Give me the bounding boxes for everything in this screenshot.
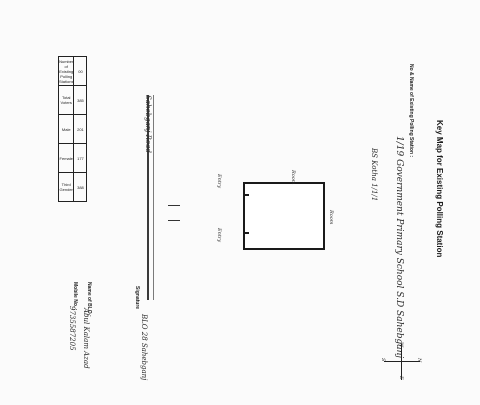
station-sub: BS Kotha 1/1/1 <box>370 148 378 202</box>
table-header-third: Third Gender <box>57 172 75 202</box>
room-label-right: Room <box>328 210 334 225</box>
signature-label: Signature <box>134 286 140 310</box>
station-name: 1/19 Government Primary School S.D Saheb… <box>394 136 404 359</box>
table-value-total: 385 <box>73 85 88 115</box>
door-mark <box>243 194 249 196</box>
compass-north: N <box>416 358 422 363</box>
table-value-female: 177 <box>73 143 88 173</box>
compass-ew-line <box>384 361 420 362</box>
table-header-male: Male <box>57 114 75 144</box>
gate-mark <box>168 205 180 206</box>
gate-mark <box>168 220 180 221</box>
entry-label-top: Entry <box>216 174 222 189</box>
document-title: Key Map for Existing Polling Station <box>435 120 444 258</box>
table-value-third: 388 <box>73 172 88 202</box>
compass-east: E <box>398 376 404 380</box>
polling-building <box>243 182 325 250</box>
designation: BLO 28 Sahebganj <box>140 314 148 381</box>
table-header-total: Total Voters <box>57 85 75 115</box>
entry-label-bottom: Entry <box>216 228 222 243</box>
compass-ns-line <box>401 344 402 380</box>
compass-west: W <box>398 342 404 348</box>
table-value-stations: 00 <box>73 56 88 86</box>
document-subtitle: No & Name of Existing Polling Station : <box>408 64 414 158</box>
table-header-female: Female <box>57 143 75 173</box>
compass-south: S <box>380 358 386 362</box>
mobile-number: 9735587205 <box>68 306 76 351</box>
door-mark <box>243 232 249 234</box>
table-header-stations: Number of Existing Polling Stations <box>57 56 75 86</box>
road-line-secondary <box>153 95 154 300</box>
table-value-male: 201 <box>73 114 88 144</box>
compass: N S E W <box>380 342 422 382</box>
road-label: Sahebganj Road <box>144 95 152 153</box>
road-line <box>147 95 149 300</box>
voter-table: Number of Existing Polling Stations 00 T… <box>57 56 108 211</box>
room-label-left: Room <box>290 170 296 185</box>
blo-name: Abul Kalam Azad <box>82 308 90 369</box>
